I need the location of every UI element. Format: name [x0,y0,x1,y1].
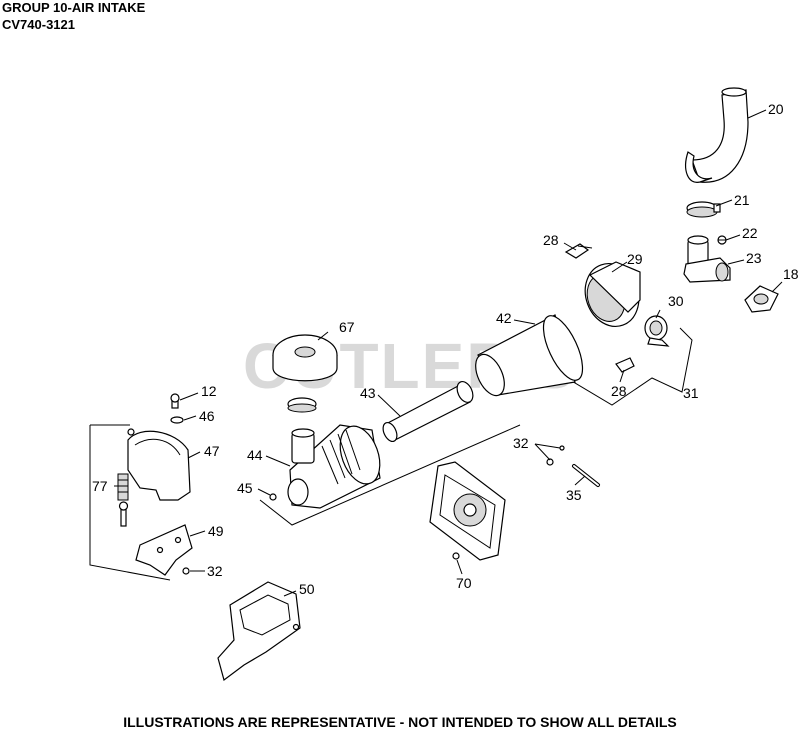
mounting-strap-47 [127,428,191,501]
callout-44: 44 [247,447,263,463]
callout-29: 29 [627,251,643,267]
callout-28-lower: 28 [611,383,627,399]
callout-50: 50 [299,581,315,597]
callout-49: 49 [208,523,224,539]
clip-28-lower [615,357,635,373]
mounting-plate [429,461,506,561]
callout-77: 77 [92,478,108,494]
callout-32-right: 32 [513,435,529,451]
washer-46 [170,416,184,424]
screw-22 [717,235,727,245]
spring-mount-77 [117,473,129,527]
disclaimer-footer: ILLUSTRATIONS ARE REPRESENTATIVE - NOT I… [123,714,677,730]
callout-70: 70 [456,575,472,591]
clamp-ring [287,397,317,413]
end-cap-67 [272,334,338,382]
callout-46: 46 [199,408,215,424]
heat-shield-50 [217,581,301,682]
callout-30: 30 [668,293,684,309]
assembly-bracket-line [259,424,521,526]
outer-filter-element-42 [475,314,584,397]
callout-21: 21 [734,192,750,208]
callout-22: 22 [742,225,758,241]
callout-47: 47 [204,443,220,459]
clip-28-upper [564,243,593,259]
nut-32-left [182,567,190,575]
callout-67: 67 [339,319,355,335]
callout-42: 42 [496,310,512,326]
model-number: CV740-3121 [2,17,75,32]
group-title: GROUP 10-AIR INTAKE [2,0,146,15]
assembly-bracket-line-31 [569,327,693,406]
support-bracket-49 [135,524,193,576]
left-group-bracket [89,425,171,581]
callout-45: 45 [237,480,253,496]
screw-70 [452,552,460,560]
inner-filter-element-43 [382,381,474,443]
callout-28-upper: 28 [543,232,559,248]
screw-32-right [546,445,565,466]
callout-12: 12 [201,383,217,399]
rubber-valve-30 [644,315,670,347]
callout-23: 23 [746,250,762,266]
rod-35 [572,464,600,487]
elbow-hose-20 [685,87,749,183]
leader-lines [114,109,783,597]
hose-clamp-21 [686,201,721,218]
callout-32-left: 32 [207,563,223,579]
air-cleaner-body-44 [287,424,381,509]
callout-20: 20 [768,101,784,117]
housing-cover-29 [584,261,641,327]
bolt-12 [170,393,180,409]
callout-18: 18 [783,266,799,282]
gasket-18 [744,285,779,313]
callout-43: 43 [360,385,376,401]
screw-45 [269,493,277,501]
callout-35: 35 [566,487,582,503]
callout-31: 31 [683,385,699,401]
adapter-23 [683,235,731,283]
